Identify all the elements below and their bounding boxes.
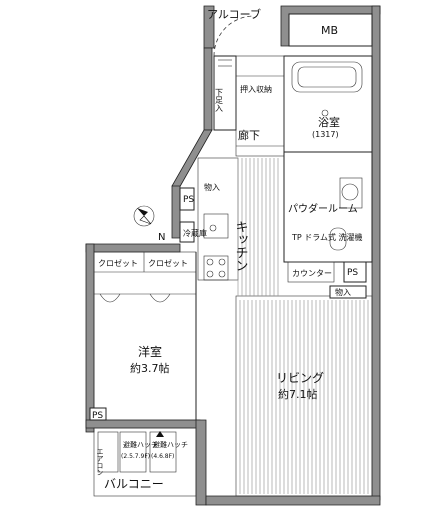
- kitchen-label: キッチン: [233, 220, 248, 272]
- shoebox-label: 下足入: [215, 88, 224, 112]
- hatch-1-size: (2.5.7.9F): [121, 453, 150, 460]
- ps-right-label: PS: [347, 268, 358, 278]
- ac-unit-label: エアコン: [96, 448, 104, 476]
- mb-label: MB: [321, 24, 338, 37]
- powder-room-label: パウダールーム: [288, 202, 358, 215]
- living-label: リビング: [276, 371, 324, 385]
- bedroom-label: 洋室: [138, 344, 162, 359]
- floor-boards: [237, 158, 369, 494]
- hatch-2-label: 避難ハッチ: [153, 440, 188, 449]
- bathroom-size: (1317): [312, 130, 339, 139]
- hatch-2-size: (4.6.8F): [151, 453, 174, 460]
- mono-label: 物入: [335, 287, 351, 297]
- ps-entry-label: PS: [183, 195, 194, 205]
- genkan-area: [213, 15, 255, 131]
- balcony-label: バルコニー: [104, 477, 164, 491]
- storage-small-label: 押入収納: [240, 84, 272, 94]
- closet-2-label: クロゼット: [148, 258, 188, 268]
- living-area: [235, 158, 373, 497]
- living-size: 約7.1帖: [278, 387, 318, 401]
- bedroom-size: 約3.7帖: [130, 361, 170, 375]
- toilet-note: TP ドラム式 洗濯機: [291, 232, 363, 242]
- powder-room: [283, 151, 373, 283]
- alcove-label: アルコーブ: [207, 7, 261, 21]
- counter-label: カウンター: [292, 269, 332, 278]
- kitchen-area: [179, 157, 239, 281]
- outer-walls: [85, 5, 381, 506]
- bedroom-area: [89, 251, 197, 421]
- fridge-label: 冷蔵庫: [183, 228, 207, 238]
- balcony-area: [93, 427, 197, 497]
- hallway-area: [235, 55, 285, 157]
- closet-1-label: クロゼット: [98, 258, 138, 268]
- north-label: N: [158, 232, 165, 243]
- hatch-1-label: 避難ハッチ: [123, 440, 158, 449]
- closet-label: 物入: [204, 182, 220, 192]
- hallway-label: 廊下: [238, 128, 260, 142]
- mb-room: [288, 13, 373, 47]
- ps-bottom-label: PS: [92, 411, 103, 421]
- bathroom-label: 浴室: [318, 115, 340, 129]
- bathroom-room: [283, 55, 373, 153]
- north-arrow-icon: [133, 205, 155, 227]
